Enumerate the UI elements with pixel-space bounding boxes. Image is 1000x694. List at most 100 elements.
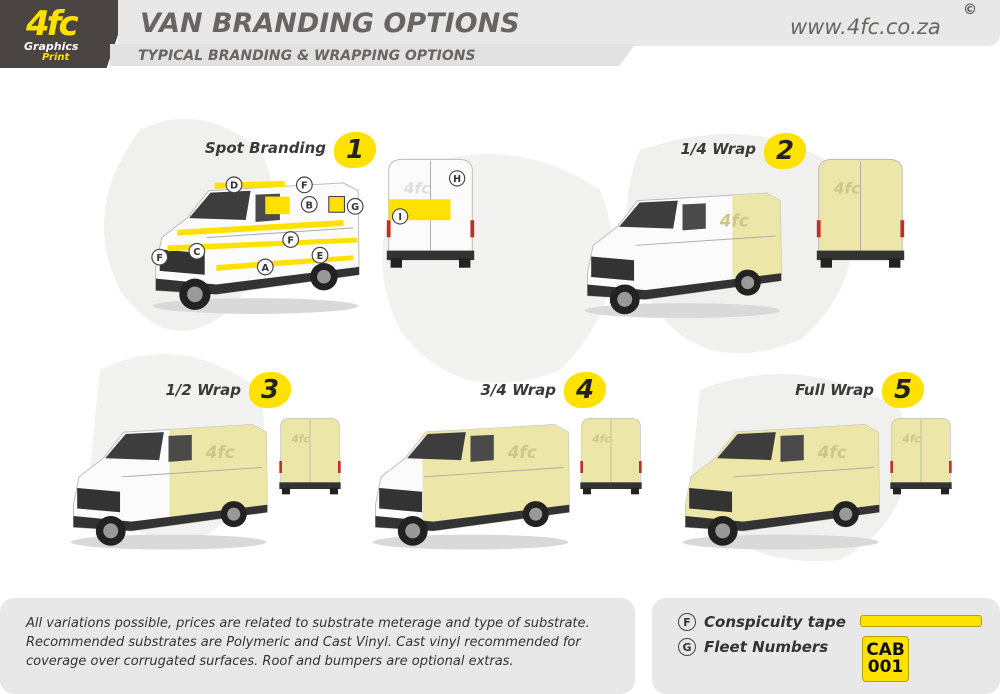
option-number-badge: 2	[764, 133, 806, 169]
option-number-badge: 3	[249, 372, 291, 408]
subheader-bar	[110, 44, 635, 66]
van-logo: 4fc	[290, 432, 310, 445]
option-label: 3/4 Wrap	[480, 381, 557, 399]
tail-light	[338, 461, 341, 473]
marker-i	[391, 208, 409, 225]
van-logo: 4fc	[507, 442, 537, 462]
page-title: VAN BRANDING OPTIONS	[140, 8, 520, 39]
windshield	[619, 200, 678, 229]
tail-light	[386, 220, 391, 238]
marker-h-letter: H	[453, 174, 461, 185]
side-window	[470, 434, 494, 462]
hubcap	[715, 523, 731, 539]
marker-a-letter: A	[261, 263, 269, 274]
logo-sub2: Print	[42, 52, 70, 63]
windshield	[717, 432, 776, 461]
van-front-view: 4fc	[584, 192, 782, 319]
notes-panel: All variations possible, prices are rela…	[0, 598, 635, 694]
website-url[interactable]: www.4fc.co.za	[790, 15, 941, 39]
wheel	[941, 487, 949, 495]
marker-f	[282, 231, 300, 248]
marker-f	[295, 176, 313, 194]
marker-i-letter: I	[398, 212, 402, 223]
rear-bumper	[890, 482, 952, 489]
tail-light	[890, 461, 893, 473]
door-line	[733, 467, 874, 478]
marker-d-letter: D	[230, 181, 238, 192]
tail-light	[639, 461, 642, 473]
marker-c	[188, 242, 206, 260]
logo: 4fc Graphics Print	[0, 0, 130, 68]
copyright-icon: ©	[963, 2, 977, 18]
hubcap	[529, 507, 543, 521]
legend-key: G	[678, 638, 696, 656]
windshield	[105, 432, 164, 461]
rear-bumper	[816, 250, 905, 261]
van-rear-view: 4fc	[816, 158, 905, 268]
wheel	[631, 487, 639, 495]
marker-g-letter: G	[351, 202, 359, 213]
rear-bumper	[279, 482, 341, 489]
legend-label: Conspicuity tape	[704, 613, 846, 631]
rear-bumper	[386, 250, 475, 261]
tail-light	[580, 461, 583, 473]
van-rear-view: 4fc	[279, 418, 341, 495]
door-line	[121, 467, 262, 478]
option-label: Spot Branding	[204, 139, 326, 157]
wheel	[330, 487, 338, 495]
windshield	[407, 432, 466, 461]
grille	[689, 488, 733, 513]
page-subtitle: TYPICAL BRANDING & WRAPPING OPTIONS	[138, 48, 476, 64]
side-window	[682, 203, 706, 231]
marker-c-letter: C	[193, 247, 200, 258]
marker-e-letter: E	[317, 251, 324, 262]
option-label: 1/4 Wrap	[680, 140, 757, 158]
legend-key: F	[678, 613, 696, 631]
logo-sub: Graphics	[24, 40, 79, 53]
door-line	[635, 235, 776, 246]
van-rear-view: 4fc	[890, 418, 952, 495]
tail-light	[949, 461, 952, 473]
hubcap	[405, 523, 421, 539]
option-number-badge: 4	[564, 372, 606, 408]
van-logo: 4fc	[833, 180, 860, 198]
option-number-badge: 1	[334, 132, 376, 168]
tail-light	[279, 461, 282, 473]
spot-decal	[265, 196, 290, 215]
marker-d	[225, 176, 243, 194]
marker-f-letter: F	[156, 253, 163, 264]
van-front-view: 4fc	[682, 424, 880, 550]
van-logo: 4fc	[901, 432, 921, 445]
wheel	[583, 487, 591, 495]
side-window	[168, 434, 192, 462]
marker-b	[300, 195, 318, 213]
wheel	[820, 258, 832, 268]
tail-light	[470, 220, 475, 238]
option-number-badge: 5	[882, 372, 924, 408]
option-label: 1/2 Wrap	[165, 381, 242, 399]
conspicuity-tape-swatch	[860, 615, 982, 627]
van-front-view: 4fc	[372, 424, 570, 550]
windshield	[189, 190, 251, 221]
legend-item-fleet-numbers: G Fleet Numbers	[678, 638, 828, 656]
grille	[77, 488, 121, 513]
hubcap	[741, 276, 755, 290]
fleet-number-swatch: CAB 001	[862, 636, 909, 682]
hubcap	[187, 286, 203, 303]
marker-f-letter: F	[301, 181, 308, 192]
wheel	[390, 258, 402, 268]
hubcap	[227, 507, 241, 521]
logo-text: 4fc	[26, 4, 79, 44]
marker-b-letter: B	[306, 200, 313, 211]
marker-e	[311, 246, 329, 264]
door-line	[206, 227, 354, 239]
hubcap	[617, 291, 633, 307]
van-logo: 4fc	[719, 211, 749, 231]
tail-light	[816, 220, 821, 238]
header-bar	[118, 0, 1000, 46]
grille	[379, 488, 423, 513]
spot-decal	[167, 237, 358, 252]
marker-a	[256, 258, 274, 276]
legend-item-conspicuity-tape: F Conspicuity tape	[678, 613, 846, 631]
